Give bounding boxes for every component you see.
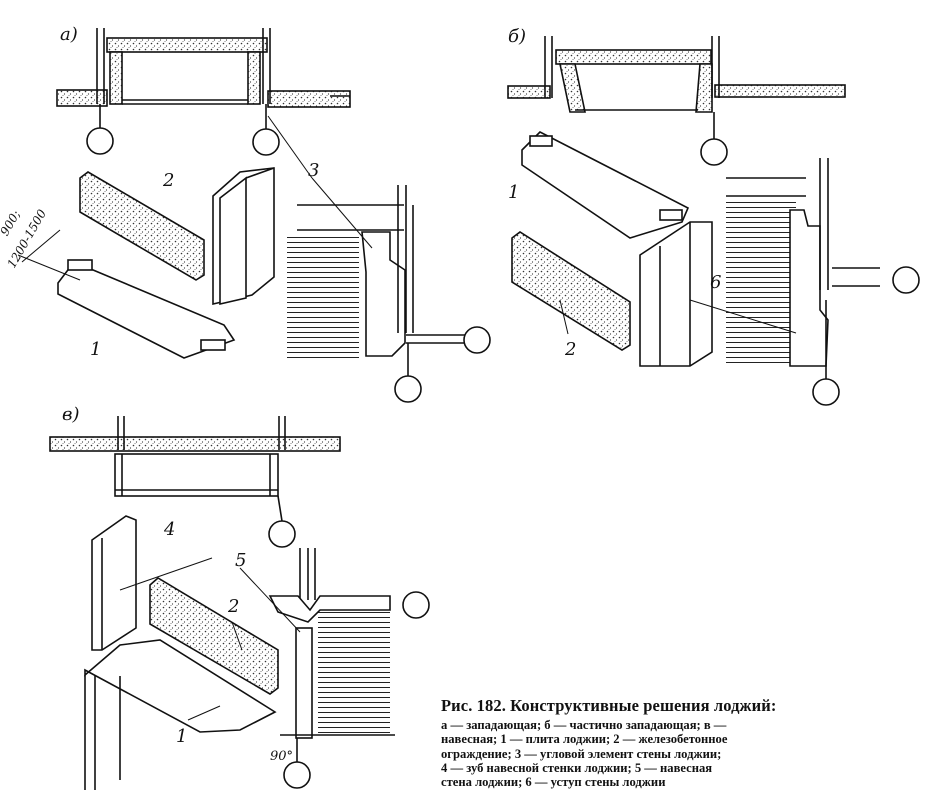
panel-v-label-5: 5: [235, 550, 246, 571]
panel-a-label-2: 2: [162, 170, 174, 191]
panel-v-plan: [49, 416, 341, 548]
panel-v-parts: [84, 515, 279, 790]
figure-caption: Рис. 182. Конструктивные решения лоджий:…: [441, 696, 911, 789]
panel-b-label-2: 2: [564, 339, 576, 360]
panel-v-section: [119, 548, 430, 789]
panel-v-letter: в): [62, 404, 80, 425]
caption-title: Рис. 182. Конструктивные решения лоджий:: [441, 696, 777, 715]
panel-a-parts: [17, 167, 275, 359]
caption-line: 4 — зуб навесной стенки лоджии; 5 — наве…: [441, 760, 713, 775]
panel-a-section: [267, 115, 491, 403]
panel-a-plan: [56, 28, 351, 156]
panel-b-section: [559, 158, 920, 406]
caption-body: а — западающая; б — частично западающая;…: [441, 718, 911, 789]
panel-a-label-3: 3: [308, 160, 319, 181]
panel-v-label-2: 2: [227, 596, 239, 617]
panel-a-label-1: 1: [90, 339, 101, 360]
panel-b-label-6: 6: [710, 272, 721, 293]
panel-a-dim-900: 900;: [0, 208, 23, 238]
panel-b: б): [507, 26, 920, 406]
caption-line: стена лоджии; 6 — уступ стены лоджии: [441, 775, 666, 790]
panel-b-plan: [507, 36, 846, 166]
panel-b-label-1: 1: [508, 182, 519, 203]
caption-line: навесная; 1 — плита лоджии; 2 — железобе…: [441, 732, 728, 747]
panel-b-parts: [511, 131, 713, 367]
panel-a-letter: а): [60, 24, 78, 45]
panel-b-letter: б): [508, 26, 526, 47]
panel-v-angle: 90°: [270, 749, 293, 764]
caption-line: ограждение; 3 — угловой элемент стены ло…: [441, 746, 722, 761]
panel-a: а): [0, 24, 491, 403]
panel-v: в): [49, 404, 430, 790]
panel-v-label-1: 1: [176, 726, 187, 747]
panel-v-label-4: 4: [163, 519, 175, 540]
caption-line: а — западающая; б — частично западающая;…: [441, 718, 727, 732]
